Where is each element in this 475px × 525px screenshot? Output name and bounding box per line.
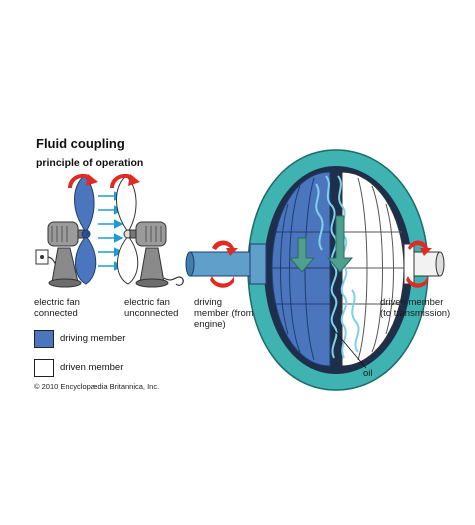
legend-label-driving: driving member	[60, 333, 126, 344]
diagram-title: Fluid coupling	[36, 136, 125, 151]
diagram-subtitle: principle of operation	[36, 157, 144, 169]
fluid-coupling-unit	[185, 149, 445, 391]
caption-driven-member: driven member (to transmission)	[380, 297, 451, 319]
fan-blade-blue	[75, 235, 97, 285]
electric-fan-connected	[35, 173, 98, 288]
copyright-notice: © 2010 Encyclopædia Britannica, Inc.	[34, 382, 160, 391]
fan-blade-blue	[74, 175, 95, 233]
rotation-arrow-icon	[406, 240, 432, 288]
caption-oil: oil	[363, 368, 373, 379]
flow-arrow-icon	[288, 215, 354, 273]
rotation-arrow-icon	[210, 240, 238, 288]
fan-blade-white	[117, 235, 139, 285]
caption-driving-member: driving member (from engine)	[194, 297, 254, 330]
electric-fan-unconnected	[110, 173, 184, 288]
fan-stand	[139, 247, 165, 283]
caption-fan-connected: electric fan connected	[34, 297, 80, 319]
legend-swatch-driving	[34, 330, 54, 348]
legend-swatch-driven	[34, 359, 54, 377]
legend-label-driven: driven member	[60, 362, 124, 373]
caption-fan-unconnected: electric fan unconnected	[124, 297, 179, 319]
fan-stand	[51, 247, 79, 283]
oil-leader-line	[333, 329, 367, 369]
